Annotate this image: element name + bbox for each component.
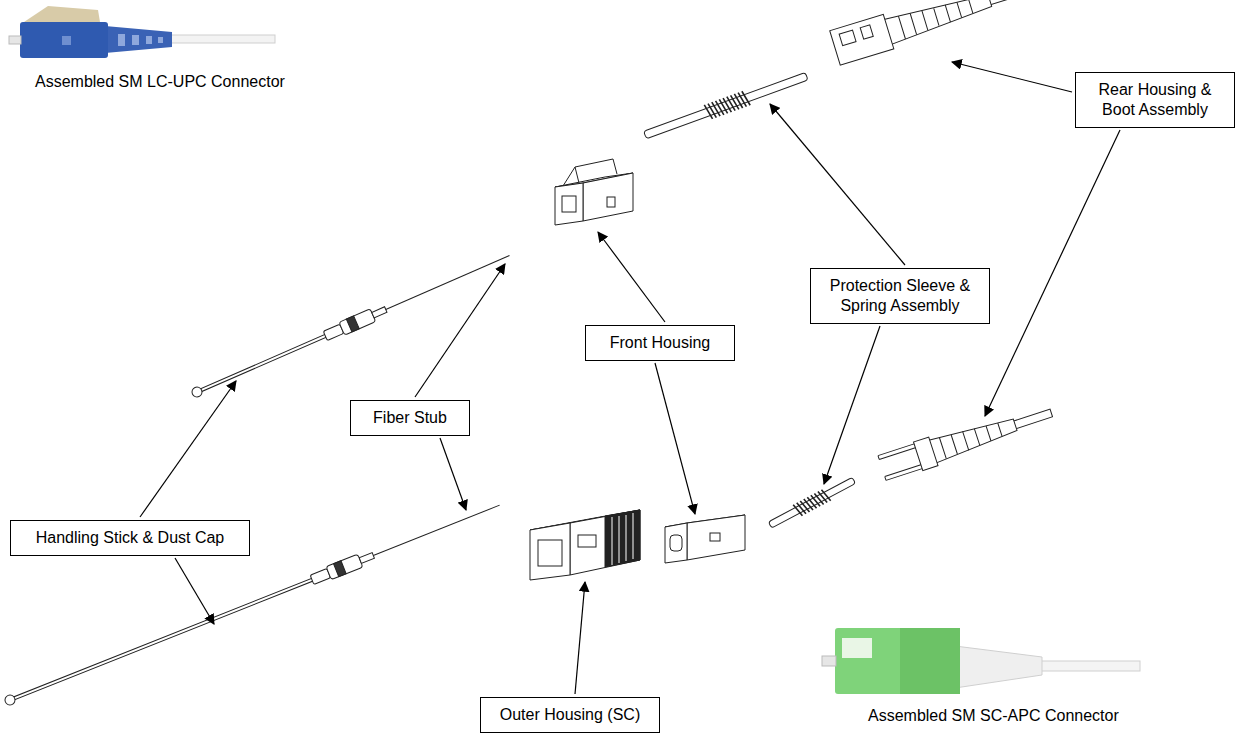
sc-protection-sleeve xyxy=(767,474,857,531)
sc-front-housing xyxy=(665,515,745,563)
sc-rear-housing-boot xyxy=(877,399,1056,483)
lc-front-housing xyxy=(555,159,633,225)
sc-connector-photo xyxy=(822,628,1140,694)
callout-box: Rear Housing & Boot Assembly xyxy=(1075,72,1235,128)
callout-box: Front Housing xyxy=(585,325,735,361)
leader-arrows xyxy=(140,62,1120,694)
callout-text: Front Housing xyxy=(595,333,725,353)
lc-connector-photo xyxy=(9,6,275,58)
sc-outer-housing xyxy=(530,510,640,580)
callout-text: Fiber Stub xyxy=(360,408,460,428)
callout-text: Handling Stick & Dust Cap xyxy=(20,528,240,548)
handling-stick xyxy=(3,499,502,709)
callout-text: Rear Housing & Boot Assembly xyxy=(1085,80,1225,120)
caption-label: Assembled SM SC-APC Connector xyxy=(868,706,1119,726)
callout-text: Protection Sleeve & Spring Assembly xyxy=(820,276,980,316)
caption-label: Assembled SM LC-UPC Connector xyxy=(35,72,285,92)
callout-box: Protection Sleeve & Spring Assembly xyxy=(810,268,990,324)
callout-box: Handling Stick & Dust Cap xyxy=(10,520,250,556)
callout-text: Outer Housing (SC) xyxy=(490,705,650,725)
lc-protection-sleeve xyxy=(642,69,809,143)
handling-stick xyxy=(190,249,513,400)
lc-rear-housing-boot xyxy=(830,0,1051,65)
callout-box: Outer Housing (SC) xyxy=(480,697,660,733)
callout-box: Fiber Stub xyxy=(350,400,470,436)
